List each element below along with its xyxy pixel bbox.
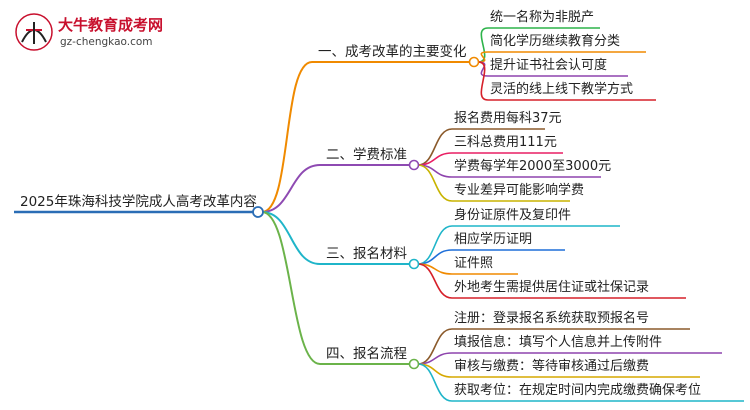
leaf-label: 外地考生需提供居住证或社保记录 bbox=[454, 280, 650, 295]
branch-node bbox=[408, 358, 420, 370]
leaf-label: 简化学历继续教育分类 bbox=[490, 34, 621, 49]
leaf-label: 相应学历证明 bbox=[454, 232, 533, 247]
brand-title: 大牛教育成考网 bbox=[58, 16, 164, 34]
leaf-label: 注册：登录报名系统获取预报名号 bbox=[454, 311, 650, 326]
branch-label: 四、报名流程 bbox=[326, 346, 407, 362]
leaf-connector bbox=[417, 263, 453, 299]
leaf-connector bbox=[417, 363, 453, 402]
leaf-label: 专业差异可能影响学费 bbox=[454, 183, 585, 198]
branch-node bbox=[408, 258, 420, 270]
leaf-label: 三科总费用111元 bbox=[454, 135, 557, 150]
brand-url: gz-chengkao.com bbox=[60, 36, 153, 48]
leaf-label: 身份证原件及复印件 bbox=[454, 208, 572, 223]
leaf-connector bbox=[417, 164, 453, 202]
branch-connector bbox=[261, 211, 321, 265]
leaf-label: 获取考位：在规定时间内完成缴费确保考位 bbox=[454, 383, 702, 398]
branch-label: 一、成考改革的主要变化 bbox=[318, 44, 467, 60]
leaf-label: 灵活的线上线下教学方式 bbox=[490, 82, 634, 97]
branch-node bbox=[468, 56, 480, 68]
branch-label: 三、报名材料 bbox=[326, 246, 407, 262]
leaf-label: 审核与缴费：等待审核通过后缴费 bbox=[454, 359, 650, 374]
brand-logo-icon bbox=[14, 12, 54, 52]
leaf-connector bbox=[477, 61, 489, 101]
leaf-label: 证件照 bbox=[454, 256, 494, 271]
leaf-connector bbox=[417, 225, 453, 265]
leaf-label: 填报信息：填写个人信息并上传附件 bbox=[454, 335, 663, 350]
branch-connector bbox=[261, 61, 313, 213]
branch-connector bbox=[261, 211, 321, 365]
root-label: 2025年珠海科技学院成人高考改革内容 bbox=[20, 194, 257, 210]
leaf-label: 学费每学年2000至3000元 bbox=[454, 159, 612, 174]
root-node bbox=[252, 206, 264, 218]
leaf-label: 统一名称为非脱产 bbox=[490, 10, 595, 25]
branch-connector bbox=[261, 164, 321, 213]
leaf-label: 提升证书社会认可度 bbox=[490, 58, 608, 73]
branch-label: 二、学费标准 bbox=[326, 147, 407, 163]
branch-node bbox=[408, 159, 420, 171]
leaf-label: 报名费用每科37元 bbox=[454, 111, 562, 126]
